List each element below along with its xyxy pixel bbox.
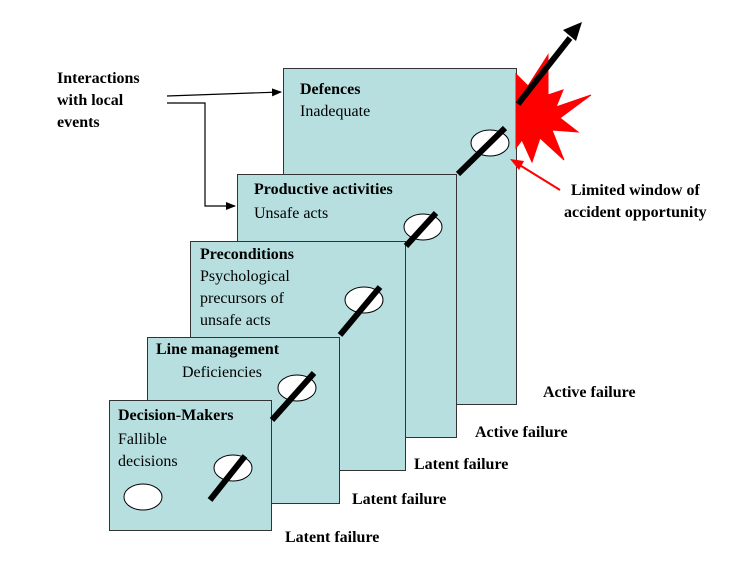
failure-label-preconditions: Latent failure (414, 456, 509, 473)
failure-label-decision-makers: Latent failure (285, 529, 380, 546)
explosion-burst-icon (515, 53, 592, 164)
window-pointer-arrowhead-icon (510, 159, 524, 170)
panel-body: Psychological precursors of unsafe acts (200, 268, 290, 329)
trajectory-segment (337, 285, 383, 337)
trajectory-segment (207, 454, 248, 502)
failure-label-line-management: Latent failure (352, 491, 447, 508)
panel-title: Decision-Makers (118, 407, 234, 424)
window-label: Limited window of accident opportunity (564, 182, 707, 221)
panel-body: Inadequate (300, 103, 371, 120)
panel-title: Line management (156, 341, 280, 358)
trajectory-segment (269, 371, 317, 422)
hole-icon (123, 483, 163, 511)
interactions-label: Interactions with local events (57, 70, 140, 131)
interactions-arrow (167, 102, 236, 210)
trajectory-arrowhead-icon (563, 22, 582, 41)
window-pointer-arrow (517, 163, 561, 191)
trajectory-arrow (515, 36, 573, 106)
panel-title: Preconditions (200, 246, 294, 263)
panel-title: Productive activities (254, 181, 393, 198)
panel-title: Defences (300, 81, 361, 98)
panel-body: Fallible decisions (118, 431, 178, 470)
panel-body: Deficiencies (182, 364, 262, 381)
panel-body: Unsafe acts (254, 205, 329, 222)
trajectory-segment (455, 125, 508, 177)
interactions-arrow (166, 88, 282, 97)
failure-label-defences: Active failure (543, 384, 636, 401)
failure-label-productive: Active failure (475, 424, 568, 441)
trajectory-segment (403, 210, 439, 249)
